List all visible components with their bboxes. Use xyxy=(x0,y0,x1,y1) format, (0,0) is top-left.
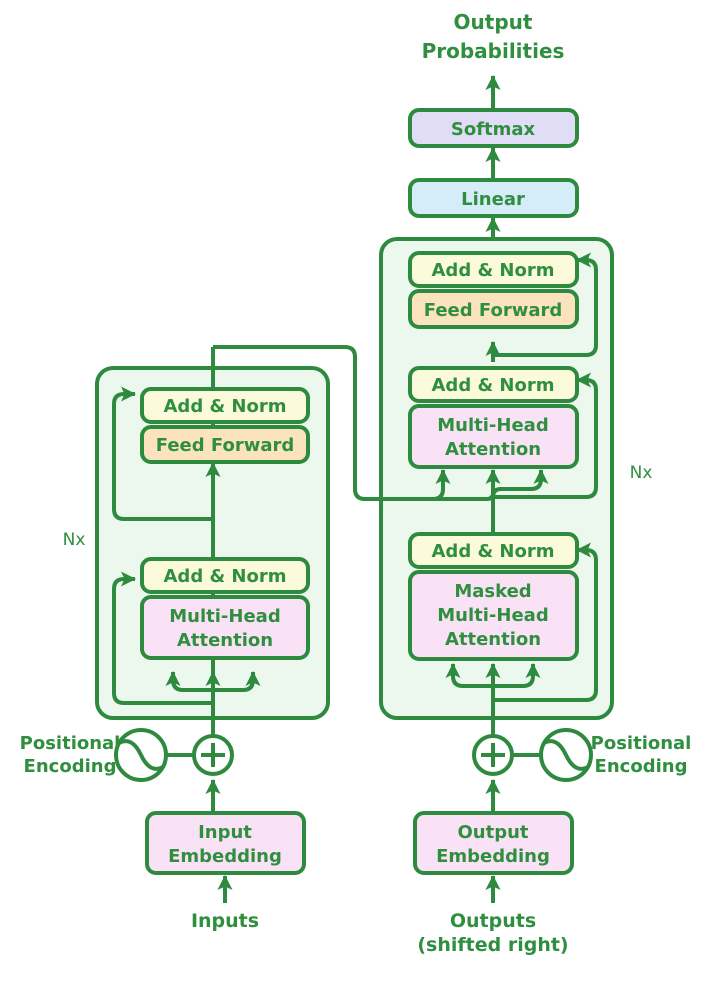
decoder-masked-attention-label-line1: Masked xyxy=(454,581,531,602)
decoder-masked-attention-fanin-right xyxy=(493,663,541,688)
output-embedding-label-line2: Embedding xyxy=(436,846,550,867)
block-decoder-add-norm-1[interactable]: Add & Norm xyxy=(408,532,579,569)
decoder-masked-attention-fanin-left xyxy=(445,663,493,688)
encoder-add-norm-1-rect[interactable] xyxy=(140,557,310,594)
decoder-add-norm-1-rect[interactable] xyxy=(408,532,579,569)
block-encoder-feed-forward[interactable]: Feed Forward xyxy=(140,425,310,464)
block-softmax[interactable]: Softmax xyxy=(408,108,579,148)
softmax-label: Softmax xyxy=(451,119,536,140)
output-embedding-label-line1: Output xyxy=(457,822,528,843)
encoder-sum-node xyxy=(192,734,234,776)
encoder-residual-1 xyxy=(112,571,213,705)
encoder-multi-head-attention-label-line1: Multi-Head xyxy=(169,606,280,627)
decoder-add-norm-3-rect[interactable] xyxy=(408,251,579,288)
encoder-output-bus xyxy=(213,345,451,501)
block-encoder-multi-head-attention[interactable]: Multi-Head Attention xyxy=(140,595,310,660)
decoder-sum-node xyxy=(472,734,514,776)
encoder-add-norm-2-rect[interactable] xyxy=(140,387,310,424)
outputs-label-line2: (shifted right) xyxy=(417,934,568,956)
encoder-attention-fanin-right xyxy=(213,671,261,692)
encoder-sum-plus-icon xyxy=(201,743,225,767)
output-probabilities-line1: Output xyxy=(454,10,533,34)
input-embedding-label-line1: Input xyxy=(198,822,252,843)
decoder-add-norm-2-rect[interactable] xyxy=(408,366,579,403)
decoder-residual-2 xyxy=(493,372,598,499)
decoder-masked-attention-label-line3: Attention xyxy=(445,629,541,650)
encoder-repeat-label: Nx xyxy=(63,530,86,550)
encoder-residual-2 xyxy=(112,386,213,521)
encoder-positional-encoding-label-line1: Positional xyxy=(20,733,121,754)
block-output-embedding[interactable]: Output Embedding xyxy=(413,811,574,875)
decoder-positional-encoding-icon xyxy=(539,728,593,782)
decoder-masked-multi-head-attention-rect[interactable] xyxy=(408,570,579,661)
decoder-residual-3 xyxy=(493,252,598,357)
encoder-feed-forward-rect[interactable] xyxy=(140,425,310,464)
block-linear[interactable]: Linear xyxy=(408,178,579,218)
decoder-multi-head-attention-label-line2: Attention xyxy=(445,439,541,460)
encoder-add-norm-1-label: Add & Norm xyxy=(164,566,287,587)
output-probabilities-line2: Probabilities xyxy=(422,39,565,63)
decoder-repeat-label: Nx xyxy=(630,463,653,483)
block-encoder-add-norm-2[interactable]: Add & Norm xyxy=(140,387,310,424)
encoder-sine-wave-icon xyxy=(118,739,164,771)
decoder-masked-attention-label-line2: Multi-Head xyxy=(437,605,548,626)
encoder-multi-head-attention-rect[interactable] xyxy=(140,595,310,660)
decoder-sum-plus-icon xyxy=(481,743,505,767)
block-decoder-multi-head-attention[interactable]: Multi-Head Attention xyxy=(408,404,579,469)
block-decoder-add-norm-3[interactable]: Add & Norm xyxy=(408,251,579,288)
output-embedding-rect[interactable] xyxy=(413,811,574,875)
block-input-embedding[interactable]: Input Embedding xyxy=(145,811,306,875)
decoder-add-norm-2-label: Add & Norm xyxy=(432,375,555,396)
block-decoder-feed-forward[interactable]: Feed Forward xyxy=(408,289,579,329)
encoder-output-bus-branch xyxy=(407,469,501,501)
decoder-positional-encoding-label-line2: Encoding xyxy=(595,756,688,777)
decoder-add-norm-1-label: Add & Norm xyxy=(432,541,555,562)
decoder-residual-1 xyxy=(493,542,598,702)
encoder-add-norm-2-label: Add & Norm xyxy=(164,396,287,417)
encoder-positional-encoding-label-line2: Encoding xyxy=(24,756,117,777)
decoder-sine-wave-icon xyxy=(543,739,589,771)
encoder-feed-forward-label: Feed Forward xyxy=(156,435,294,456)
encoder-multi-head-attention-label-line2: Attention xyxy=(177,630,273,651)
decoder-multi-head-attention-rect[interactable] xyxy=(408,404,579,469)
decoder-add-norm-3-label: Add & Norm xyxy=(432,260,555,281)
decoder-positional-encoding-label-line1: Positional xyxy=(591,733,692,754)
input-embedding-rect[interactable] xyxy=(145,811,306,875)
encoder-attention-fanin-left xyxy=(165,671,213,692)
block-decoder-add-norm-2[interactable]: Add & Norm xyxy=(408,366,579,403)
decoder-multi-head-attention-label-line1: Multi-Head xyxy=(437,415,548,436)
decoder-feed-forward-label: Feed Forward xyxy=(424,300,562,321)
linear-label: Linear xyxy=(461,189,525,210)
inputs-label: Inputs xyxy=(191,910,259,932)
decoder-feed-forward-rect[interactable] xyxy=(408,289,579,329)
block-encoder-add-norm-1[interactable]: Add & Norm xyxy=(140,557,310,594)
encoder-positional-encoding-icon xyxy=(114,728,168,782)
input-embedding-label-line2: Embedding xyxy=(168,846,282,867)
outputs-label-line1: Outputs xyxy=(450,910,536,932)
block-decoder-masked-multi-head-attention[interactable]: Masked Multi-Head Attention xyxy=(408,570,579,661)
